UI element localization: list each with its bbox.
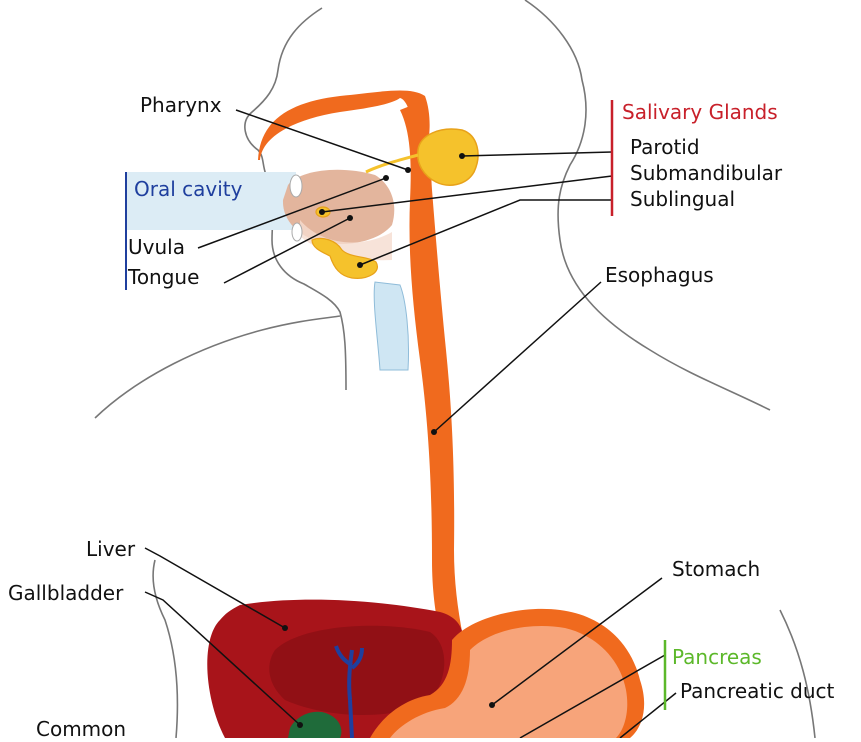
label-pharynx: Pharynx <box>140 93 222 117</box>
torso-right-outline <box>780 610 815 738</box>
label-pancreatic-duct: Pancreatic duct <box>680 679 835 703</box>
label-stomach: Stomach <box>672 557 760 581</box>
shoulder-left-outline <box>95 316 340 418</box>
label-uvula: Uvula <box>128 235 185 259</box>
trachea <box>374 282 408 370</box>
pharynx <box>258 91 430 160</box>
label-parotid: Parotid <box>630 135 700 159</box>
common-bile-duct <box>350 700 352 738</box>
uvula-shape <box>290 175 302 197</box>
label-gallbladder: Gallbladder <box>8 581 124 605</box>
label-sublingual: Sublingual <box>630 187 735 211</box>
label-esophagus: Esophagus <box>605 263 714 287</box>
torso-left-outline <box>153 560 177 738</box>
label-liver: Liver <box>86 537 136 561</box>
label-submandibular: Submandibular <box>630 161 783 185</box>
label-pancreas: Pancreas <box>672 645 762 669</box>
label-common: Common <box>36 717 126 738</box>
label-salivary-glands: Salivary Glands <box>622 100 778 124</box>
label-oral-cavity: Oral cavity <box>134 177 243 201</box>
uvula-shape-2 <box>292 223 302 241</box>
label-tongue: Tongue <box>127 265 199 289</box>
